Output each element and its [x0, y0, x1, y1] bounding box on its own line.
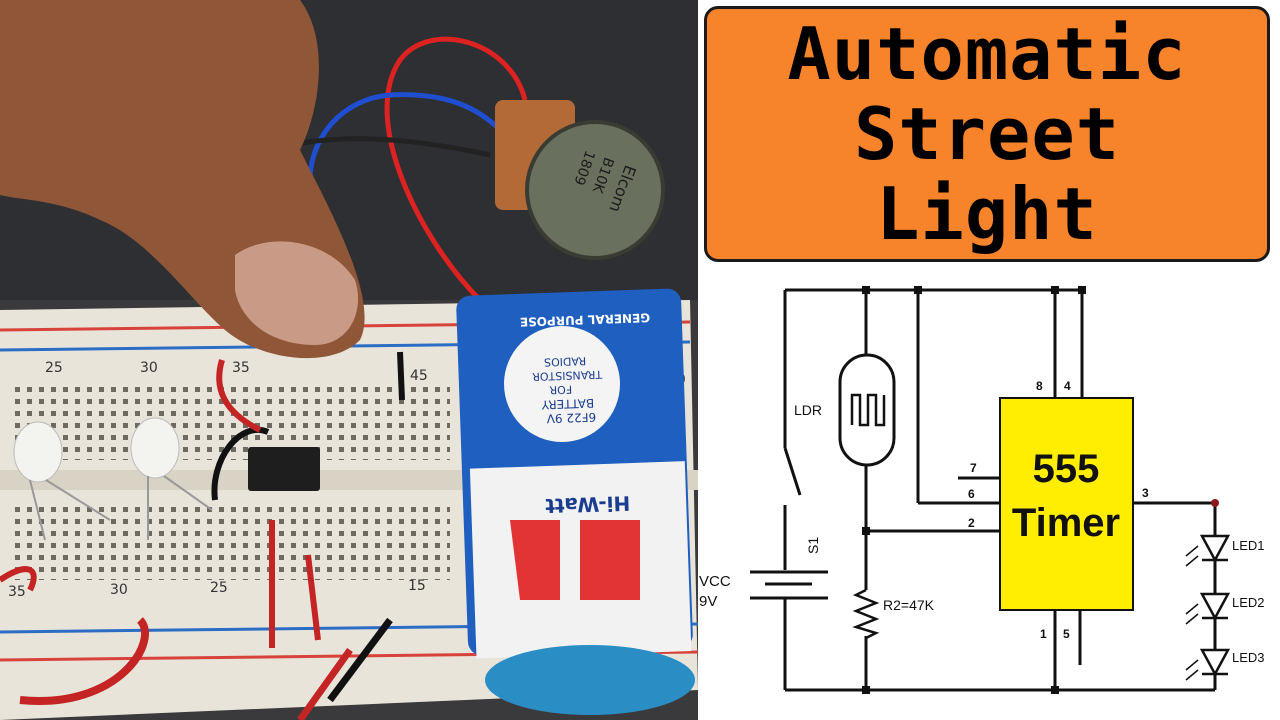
bb-num-45: 45: [410, 368, 428, 384]
led-1-symbol: [1185, 534, 1231, 567]
pin-2: 2: [968, 516, 975, 530]
resistor-symbol: [852, 588, 880, 640]
title-box: Automatic Street Light: [704, 6, 1270, 262]
bb-num-b30: 30: [110, 582, 128, 598]
led-1-label: LED1: [1232, 538, 1265, 553]
battery-label-model: 6F22 9V: [546, 410, 597, 426]
ldr-label: LDR: [794, 402, 822, 418]
bb-num-30: 30: [140, 360, 158, 376]
bb-num-25: 25: [45, 360, 63, 376]
ic-label-timer: Timer: [1012, 501, 1120, 545]
battery-9v: GENERAL PURPOSE TRANSISTOR RADIOS FOR BA…: [456, 288, 695, 715]
ic-label-555: 555: [1033, 447, 1100, 491]
ic-555-block: [999, 397, 1134, 611]
led-2-label: LED2: [1232, 595, 1265, 610]
circuit-schematic: 555 Timer 8 4 7 6 2 3 1 5 LDR S1 VCC 9V …: [699, 286, 1265, 694]
circuit-photo: 25 30 35 45 60 35 30 25 15 Elcom B10K 18…: [0, 0, 698, 720]
potentiometer: Elcom B10K 1809: [495, 100, 665, 260]
battery-label-transistor: TRANSISTOR: [532, 368, 604, 383]
pin-7: 7: [970, 461, 977, 475]
vcc-label: VCC: [699, 573, 731, 590]
ic-chip: [248, 447, 320, 491]
pin-1: 1: [1040, 627, 1047, 641]
bb-num-b35: 35: [8, 584, 26, 600]
battery-label-radios: RADIOS: [544, 354, 587, 368]
battery-label-for: FOR: [549, 383, 572, 397]
voltage-label: 9V: [699, 593, 717, 610]
battery-label-brand: Hi-Watt: [544, 491, 630, 518]
battery-label-battery: BATTERY: [541, 396, 595, 412]
hand: [0, 0, 365, 359]
pin-6: 6: [968, 487, 975, 501]
pin-8: 8: [1036, 379, 1043, 393]
resistor-label: R2=47K: [883, 597, 935, 613]
led-2-symbol: [1185, 592, 1231, 625]
title-line-2: Street: [853, 92, 1121, 176]
title-line-1: Automatic: [787, 12, 1187, 96]
pin-4: 4: [1064, 379, 1071, 393]
switch-label: S1: [805, 537, 821, 554]
led-3-label: LED3: [1232, 650, 1265, 665]
bb-num-35: 35: [232, 360, 250, 376]
led-components: [13, 417, 213, 541]
pin-5: 5: [1063, 627, 1070, 641]
led-3-symbol: [1185, 648, 1231, 681]
battery-label-purpose: GENERAL PURPOSE: [520, 310, 651, 329]
title-line-3: Light: [876, 172, 1098, 256]
pin-3: 3: [1142, 486, 1149, 500]
bb-num-b15: 15: [408, 578, 426, 594]
bb-num-b25: 25: [210, 580, 228, 596]
